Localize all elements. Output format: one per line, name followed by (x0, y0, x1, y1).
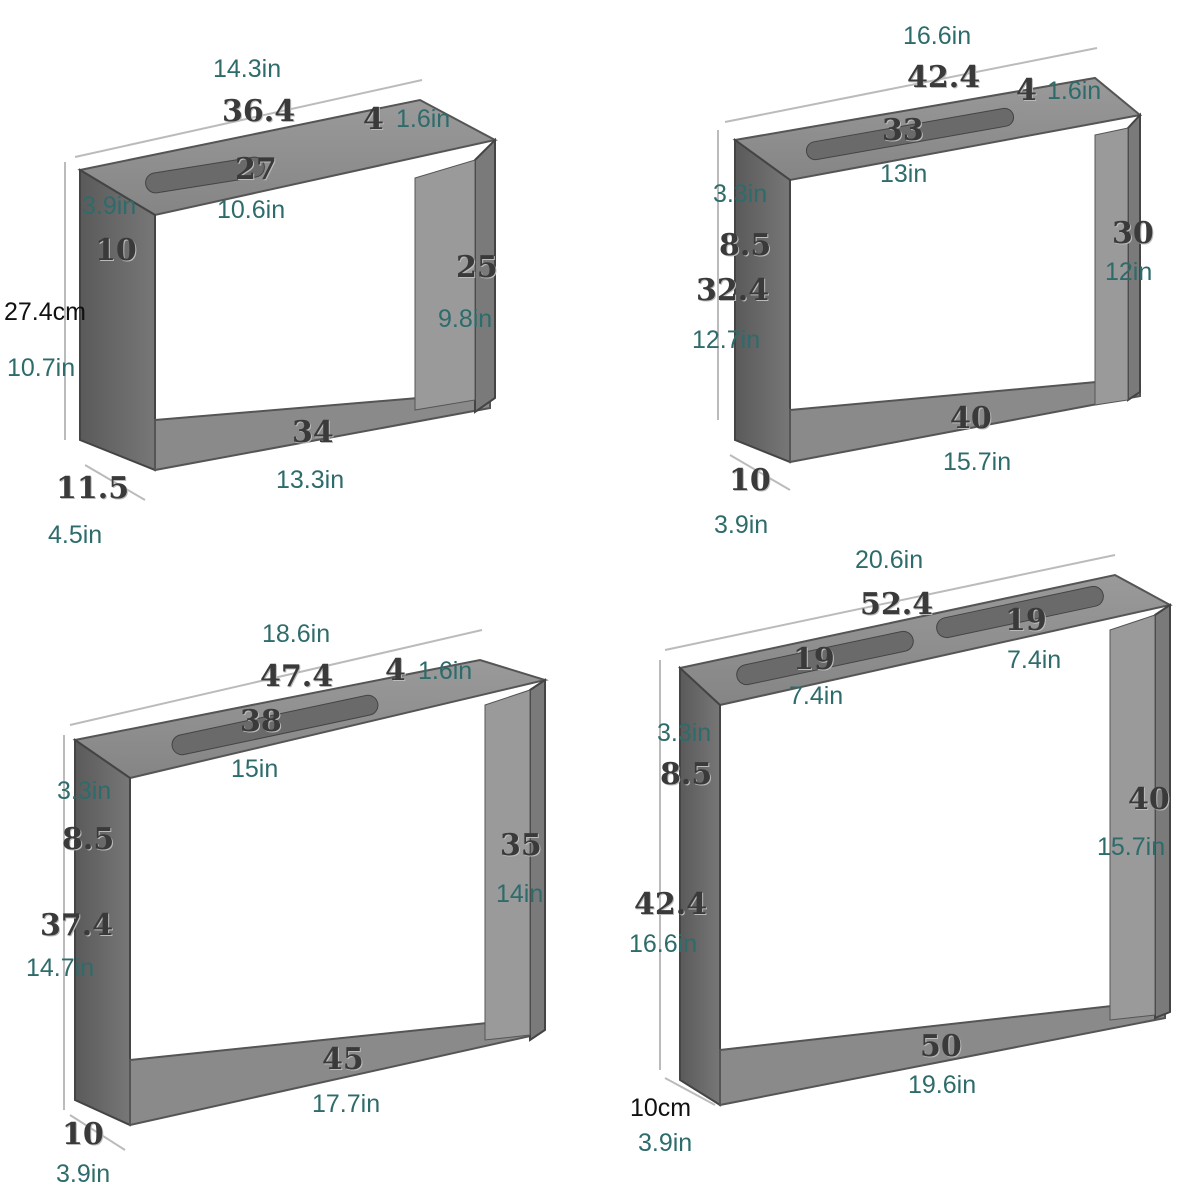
height-in-label: 14.7in (26, 954, 95, 982)
bottom-cm-label: 50 (920, 1029, 962, 1064)
width-in-label: 18.6in (262, 620, 331, 648)
slot-in-label: 15in (231, 755, 279, 783)
shelf-large (63, 629, 549, 1151)
slot-cm-label: 33 (882, 113, 924, 148)
tab-in-label: 1.6in (396, 105, 451, 133)
shelf-medium (717, 47, 1143, 491)
height-cm-label: 32.4 (696, 273, 770, 308)
height-cm-label: 42.4 (634, 887, 708, 922)
tab-in-label: 1.6in (418, 657, 473, 685)
inner-cm-label: 25 (456, 250, 498, 285)
inner-in-label: 9.8in (438, 305, 493, 333)
tab-in-label: 1.6in (1047, 77, 1102, 105)
top-in-label: 3.3in (713, 180, 768, 208)
top-in-label: 3.3in (57, 777, 112, 805)
depth-cm-label: 10 (62, 1117, 104, 1152)
inner-in-label: 12in (1105, 258, 1153, 286)
depth-in-label: 3.9in (714, 511, 769, 539)
slot-in-label: 13in (880, 160, 928, 188)
height-cm-label: 37.4 (40, 908, 114, 943)
depth-in-label: 3.9in (638, 1129, 693, 1157)
width-in-label: 14.3in (213, 55, 282, 83)
depth-cm-label: 10 (729, 463, 771, 498)
inner-in-label: 15.7in (1097, 833, 1166, 861)
bottom-cm-label: 40 (950, 401, 992, 436)
inner-cm-label: 40 (1128, 782, 1170, 817)
bottom-in-label: 19.6in (908, 1071, 977, 1099)
inner-in-label: 14in (496, 880, 544, 908)
slot2-in-label: 7.4in (1007, 646, 1062, 674)
height-cm-label: 27.4cm (4, 298, 86, 326)
bottom-cm-label: 34 (292, 415, 334, 450)
tab-cm-label: 4 (385, 653, 406, 688)
height-in-label: 10.7in (7, 354, 76, 382)
width-cm-label: 36.4 (222, 94, 296, 129)
width-cm-label: 42.4 (907, 60, 981, 95)
width-cm-label: 47.4 (260, 659, 334, 694)
top-cm-label: 10 (95, 233, 137, 268)
top-in-label: 3.3in (657, 719, 712, 747)
tab-cm-label: 4 (363, 102, 384, 137)
depth-cm-label: 11.5 (56, 471, 130, 506)
inner-cm-label: 30 (1112, 216, 1154, 251)
width-in-label: 16.6in (903, 22, 972, 50)
bottom-in-label: 15.7in (943, 448, 1012, 476)
bottom-in-label: 17.7in (312, 1090, 381, 1118)
bottom-in-label: 13.3in (276, 466, 345, 494)
width-in-label: 20.6in (855, 546, 924, 574)
bottom-cm-label: 45 (322, 1042, 364, 1077)
slot-cm-label: 38 (240, 704, 282, 739)
top-cm-label: 8.5 (719, 228, 772, 263)
slot-cm-label: 27 (235, 152, 277, 187)
top-cm-label: 8.5 (660, 757, 713, 792)
shelf-xlarge (659, 554, 1173, 1107)
depth-in-label: 4.5in (48, 521, 103, 549)
slot1-in-label: 7.4in (789, 682, 844, 710)
top-in-label: 3.9in (82, 192, 137, 220)
height-in-label: 16.6in (629, 930, 698, 958)
slot-in-label: 10.6in (217, 196, 286, 224)
depth-in-label: 3.9in (56, 1160, 111, 1188)
slot2-cm-label: 19 (1005, 603, 1047, 638)
depth-cm-label: 10cm (630, 1094, 692, 1122)
width-cm-label: 52.4 (860, 587, 934, 622)
height-in-label: 12.7in (692, 326, 761, 354)
shelf-small (64, 79, 498, 501)
tab-cm-label: 4 (1016, 73, 1037, 108)
slot1-cm-label: 19 (793, 642, 835, 677)
inner-cm-label: 35 (500, 828, 542, 863)
top-cm-label: 8.5 (62, 822, 115, 857)
